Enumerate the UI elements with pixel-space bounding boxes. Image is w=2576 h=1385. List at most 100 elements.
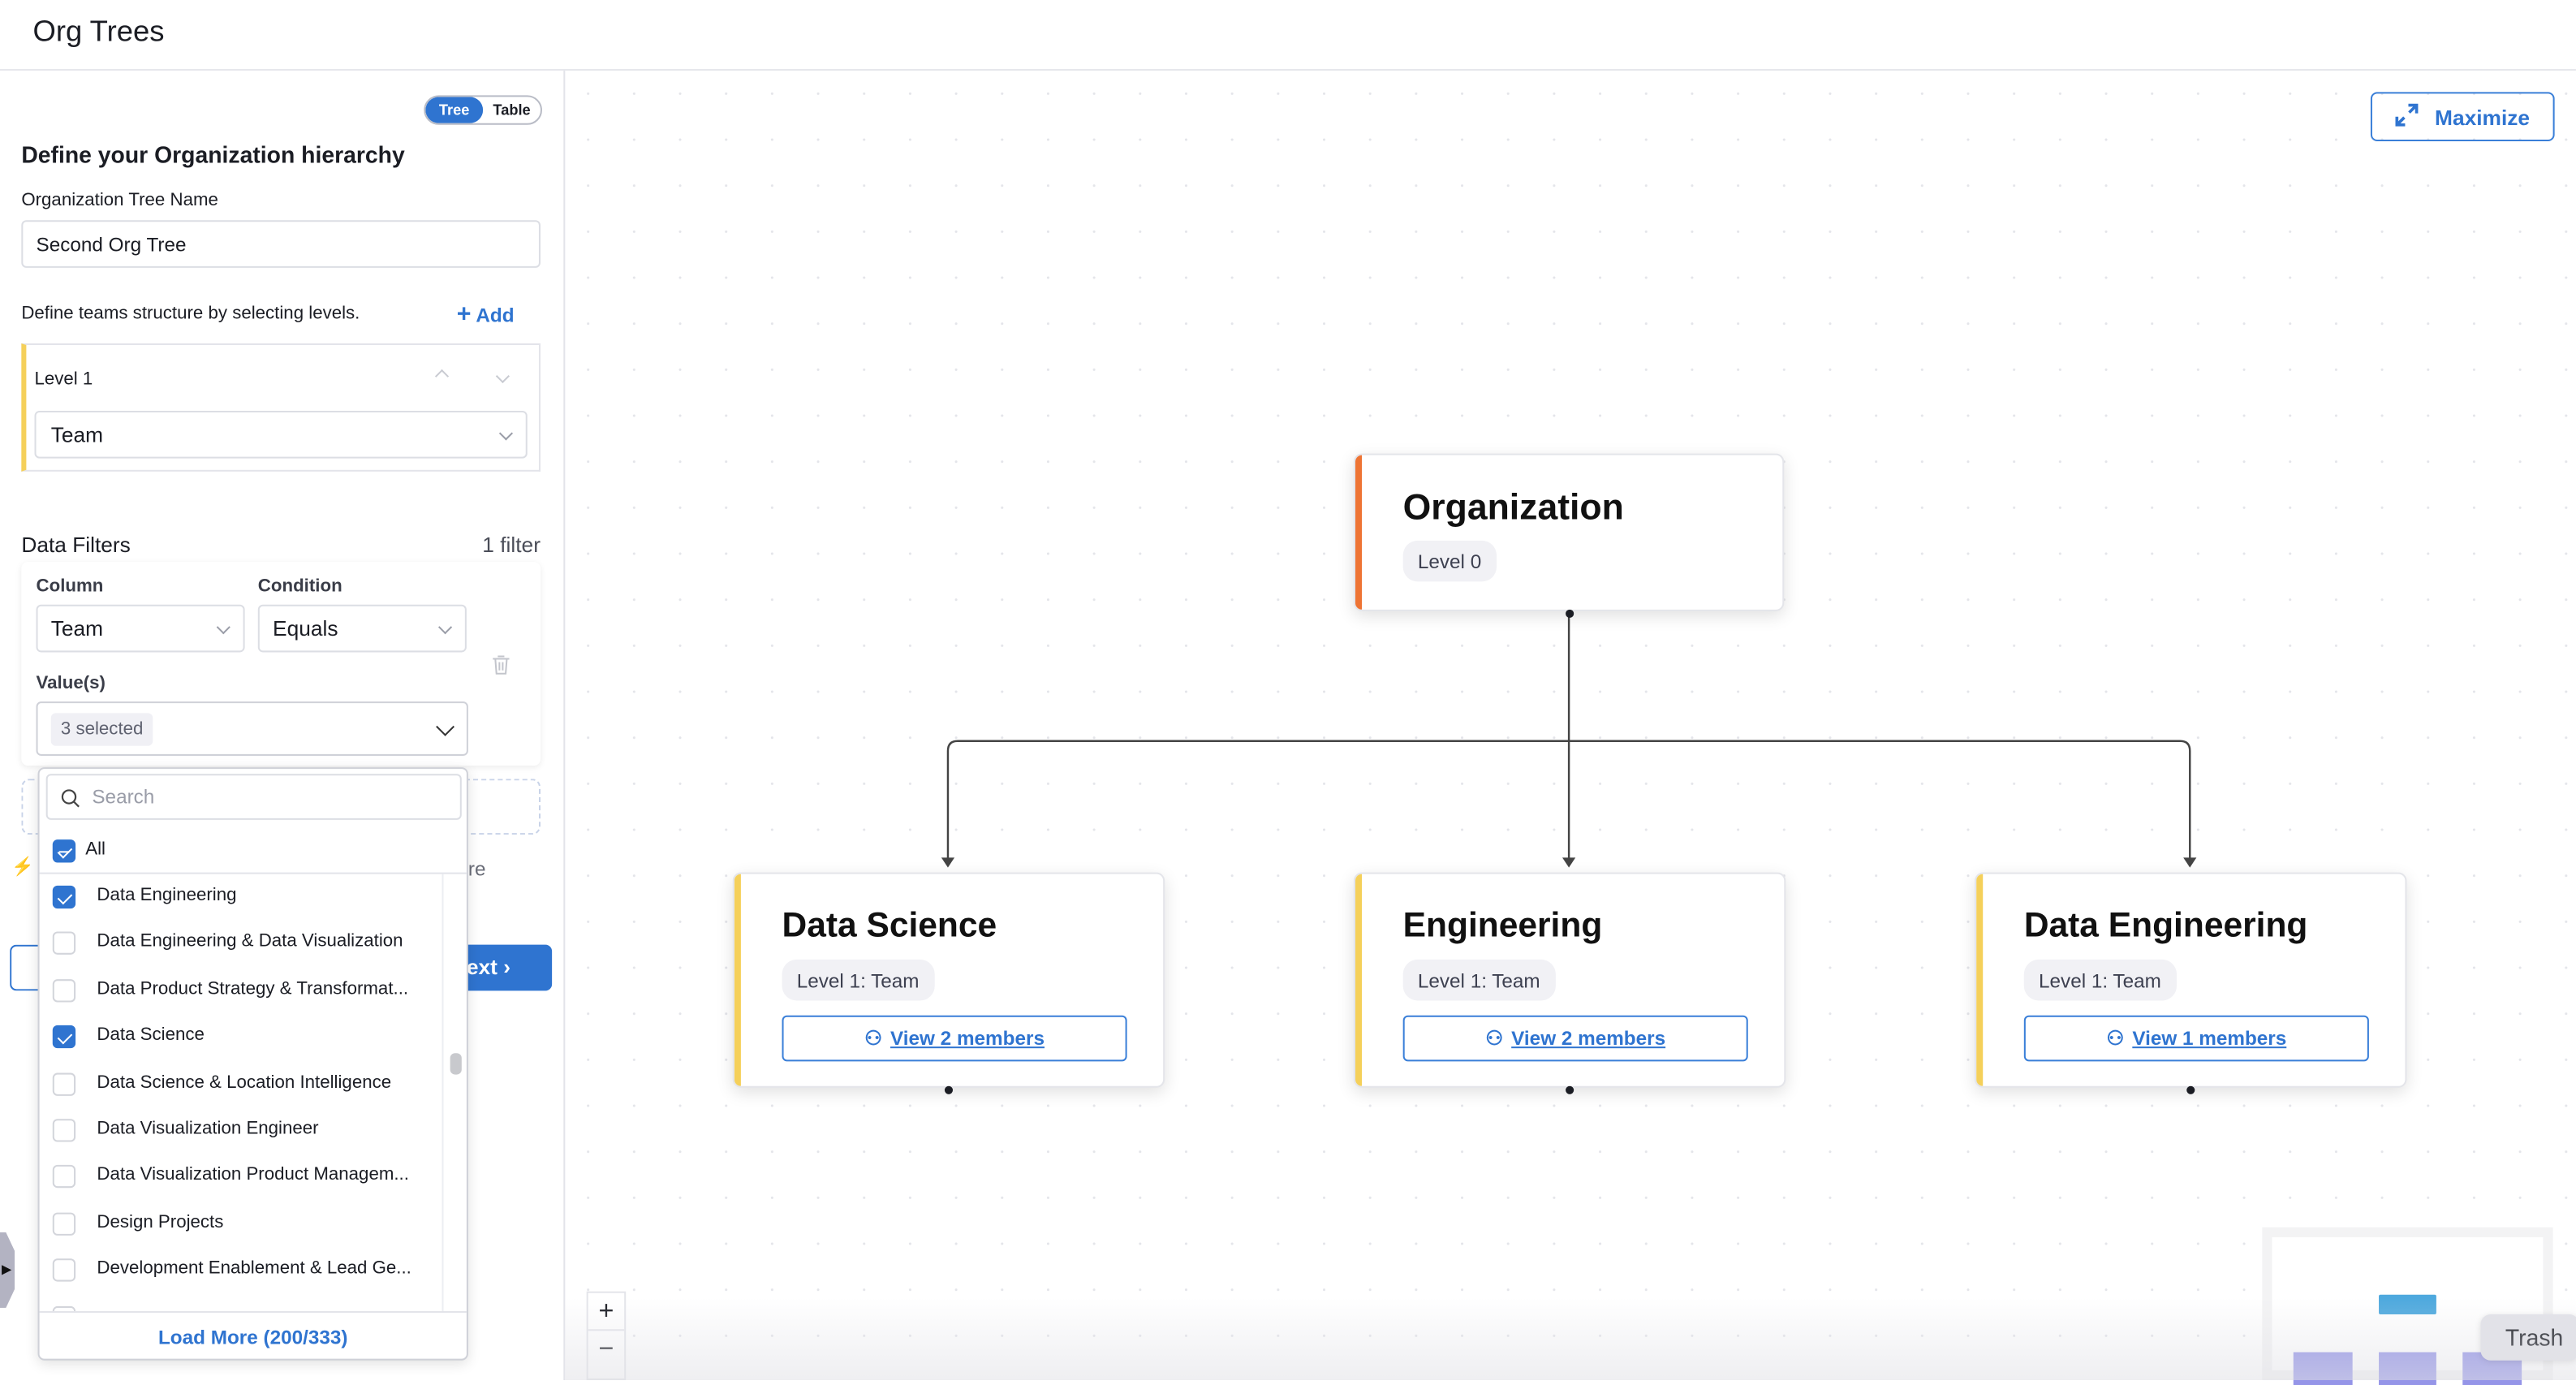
chevron-down-icon <box>436 716 455 736</box>
node-accent <box>1976 874 1984 1086</box>
option-checkbox[interactable] <box>52 1165 76 1189</box>
bolt-icon: ⚡ <box>11 857 34 878</box>
view-toggle[interactable]: Tree Table <box>424 95 542 125</box>
data-filters-label: Data Filters <box>21 532 131 558</box>
option-checkbox[interactable] <box>52 1072 76 1096</box>
panel-heading: Define your Organization hierarchy <box>21 141 405 168</box>
expand-icon <box>2395 102 2419 130</box>
view-members-button[interactable]: ⚇View 2 members <box>782 1015 1127 1062</box>
levels-hint: Define teams structure by selecting leve… <box>21 304 360 324</box>
move-up-icon[interactable] <box>434 369 450 384</box>
option-checkbox[interactable] <box>52 1258 76 1282</box>
connector-left <box>946 740 1570 863</box>
page-header: Org Trees <box>0 0 2576 71</box>
column-select[interactable]: Team <box>36 604 245 653</box>
node-card-data-science[interactable]: Data Science Level 1: Team ⚇View 2 membe… <box>732 872 1165 1088</box>
zoom-out-button[interactable]: − <box>598 1335 614 1364</box>
team-icon: ⚇ <box>2106 1026 2125 1051</box>
dropdown-search-input[interactable]: Search <box>45 774 462 820</box>
arrow-head <box>2183 857 2197 868</box>
arrow-head <box>1562 857 1576 868</box>
node-handle <box>944 1085 954 1094</box>
scroll-track <box>442 874 444 1311</box>
node-title: Data Engineering <box>2023 907 2308 945</box>
option-label: Data Engineering <box>97 885 237 906</box>
select-all-checkbox[interactable] <box>52 839 76 863</box>
node-card-data-engineering[interactable]: Data Engineering Level 1: Team ⚇View 1 m… <box>1975 872 2407 1088</box>
node-card-engineering[interactable]: Engineering Level 1: Team ⚇View 2 member… <box>1353 872 1786 1088</box>
option-checkbox[interactable] <box>52 1305 76 1311</box>
option-item[interactable]: Data Visualization Engineer <box>40 1107 444 1154</box>
column-label: Column <box>36 576 104 597</box>
option-label: Data Visualization Engineer <box>97 1119 319 1139</box>
org-tree-canvas[interactable]: Maximize Organization Level 0 Data Scien… <box>565 71 2576 1385</box>
trash-tooltip: Trash <box>2480 1314 2576 1361</box>
move-down-icon[interactable] <box>495 369 510 384</box>
option-item[interactable]: Data Visualization Product Managem... <box>40 1154 444 1200</box>
values-multiselect[interactable]: 3 selected <box>36 701 468 756</box>
view-members-button[interactable]: ⚇View 1 members <box>2023 1015 2369 1062</box>
option-item[interactable]: Data Engineering <box>40 874 444 921</box>
level-chip: Level 0 <box>1402 540 1497 582</box>
tree-name-input[interactable]: Second Org Tree <box>21 220 541 268</box>
level-chip: Level 1: Team <box>1402 959 1555 1001</box>
add-level-button[interactable]: + Add <box>456 300 515 329</box>
node-handle <box>1566 609 1574 618</box>
tree-name-label: Organization Tree Name <box>21 190 218 211</box>
option-item[interactable]: Design Projects <box>40 1201 444 1247</box>
level-select[interactable]: Team <box>34 410 528 459</box>
tree-connectors <box>941 612 2197 868</box>
arrow-head <box>941 857 955 868</box>
option-checkbox[interactable] <box>52 885 76 909</box>
scrollbar-thumb[interactable] <box>450 1053 462 1075</box>
zoom-controls: + − <box>586 1291 627 1380</box>
option-item[interactable]: Data Science & Location Intelligence <box>40 1061 444 1107</box>
selected-count-chip: 3 selected <box>50 712 153 745</box>
root-node-card[interactable]: Organization Level 0 <box>1353 453 1785 611</box>
option-item[interactable]: Data Product Strategy & Transformat... <box>40 968 444 1014</box>
load-more-button[interactable]: Load More (200/333) <box>39 1310 467 1361</box>
chevron-right-icon: › <box>503 954 511 980</box>
node-title: Engineering <box>1402 907 1603 945</box>
tab-table[interactable]: Table <box>493 101 531 119</box>
option-item[interactable]: Data Engineering & Data Visualization <box>40 921 444 967</box>
collapse-handle[interactable] <box>0 1232 15 1308</box>
zoom-in-button[interactable]: + <box>588 1293 625 1331</box>
trash-icon[interactable] <box>491 654 510 683</box>
option-label: Data Product Strategy & Transformat... <box>97 978 409 999</box>
tab-tree[interactable]: Tree <box>425 97 484 123</box>
search-icon <box>61 789 80 808</box>
level-chip: Level 1: Team <box>782 959 934 1001</box>
node-title: Organization <box>1402 486 1624 528</box>
chevron-down-icon <box>216 619 230 634</box>
node-handle <box>2186 1085 2195 1094</box>
team-icon: ⚇ <box>1485 1026 1504 1051</box>
minimap-root-node <box>2379 1294 2436 1315</box>
option-item[interactable]: Development Enablement & Lead Ge... <box>40 1247 444 1293</box>
option-label: Data Engineering & Data Visualization <box>97 932 403 952</box>
maximize-button[interactable]: Maximize <box>2370 92 2555 142</box>
option-checkbox[interactable] <box>52 1025 76 1049</box>
level-chip: Level 1: Team <box>2023 959 2177 1001</box>
play-icon: ▶ <box>2 1262 12 1277</box>
filter-count: 1 filter <box>482 532 541 558</box>
option-label: Data Science & Location Intelligence <box>97 1072 392 1093</box>
select-all-row[interactable]: All <box>39 826 467 874</box>
level-1-row: Level 1 Team <box>21 343 541 472</box>
option-checkbox[interactable] <box>52 978 76 1003</box>
view-members-button[interactable]: ⚇View 2 members <box>1402 1015 1748 1062</box>
condition-label: Condition <box>257 576 342 597</box>
option-checkbox[interactable] <box>52 1119 76 1142</box>
condition-select[interactable]: Equals <box>257 604 467 653</box>
level-label: Level 1 <box>34 369 93 390</box>
page-title: Org Trees <box>32 15 165 48</box>
option-checkbox[interactable] <box>52 1212 76 1236</box>
option-checkbox[interactable] <box>52 932 76 956</box>
filter-card: Column Condition Team Equals Value(s) 3 … <box>21 562 541 766</box>
option-item[interactable]: Data Science <box>40 1014 444 1060</box>
option-item-partial[interactable] <box>40 1294 444 1311</box>
option-label: Design Projects <box>97 1212 224 1232</box>
plus-icon: + <box>456 300 472 329</box>
